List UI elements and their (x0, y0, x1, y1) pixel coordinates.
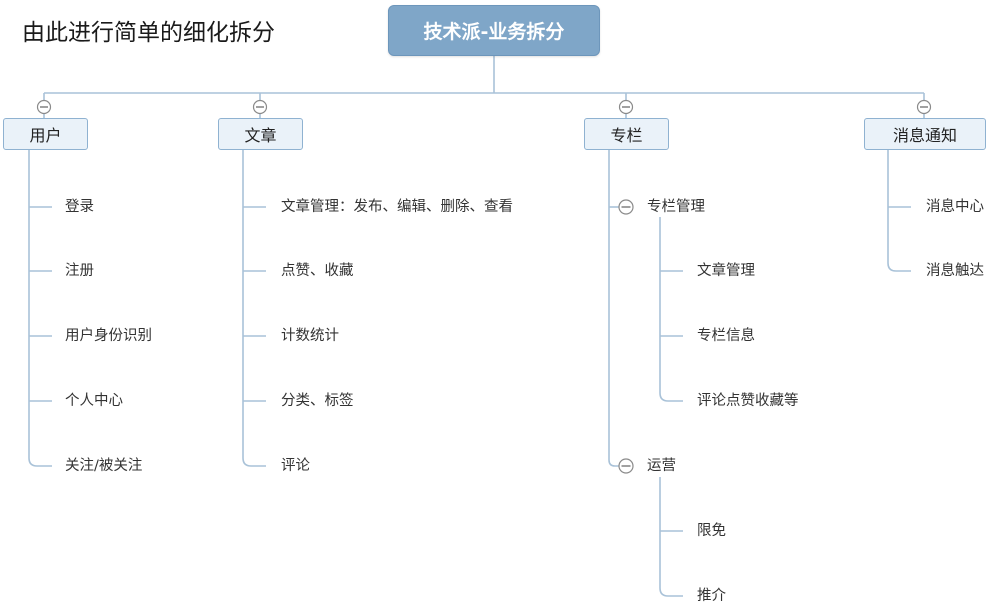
topic-article[interactable]: 文章 (218, 118, 303, 150)
collapse-icon[interactable] (916, 99, 932, 115)
connector-line (608, 150, 619, 467)
column-management-subtopic[interactable]: 评论点赞收藏等 (697, 393, 799, 409)
connector-line (659, 217, 683, 402)
connector-line (659, 477, 683, 597)
collapse-icon[interactable] (618, 199, 634, 215)
column-management-subtopic[interactable]: 专栏信息 (697, 328, 755, 344)
user-subtopic[interactable]: 用户身份识别 (65, 328, 152, 344)
collapse-icon[interactable] (36, 99, 52, 115)
topic-column[interactable]: 专栏 (584, 118, 669, 150)
collapse-icon[interactable] (618, 458, 634, 474)
column-operations-subtopic[interactable]: 限免 (697, 523, 726, 539)
user-subtopic[interactable]: 注册 (65, 263, 94, 279)
column-management-subtopic[interactable]: 文章管理 (697, 263, 755, 279)
topic-notification[interactable]: 消息通知 (864, 118, 986, 150)
article-subtopic[interactable]: 计数统计 (281, 328, 339, 344)
root-topic[interactable]: 技术派-业务拆分 (388, 5, 600, 56)
notification-subtopic[interactable]: 消息中心 (926, 199, 984, 215)
user-subtopic[interactable]: 登录 (65, 199, 94, 215)
root-topic-label: 技术派-业务拆分 (423, 21, 565, 43)
column-group-operations[interactable]: 运营 (647, 458, 676, 474)
notification-subtopic[interactable]: 消息触达 (926, 263, 984, 279)
collapse-icon[interactable] (252, 99, 268, 115)
article-subtopic[interactable]: 点赞、收藏 (281, 263, 354, 279)
article-subtopic[interactable]: 文章管理：发布、编辑、删除、查看 (281, 199, 513, 215)
topic-column-label: 专栏 (610, 126, 643, 145)
user-subtopic[interactable]: 个人中心 (65, 393, 123, 409)
column-group-management[interactable]: 专栏管理 (647, 199, 705, 215)
caption-text: 由此进行简单的细化拆分 (22, 20, 275, 46)
connector-line (887, 150, 911, 272)
article-subtopic[interactable]: 评论 (281, 458, 310, 474)
column-operations-subtopic[interactable]: 推介 (697, 588, 726, 604)
topic-article-label: 文章 (244, 126, 277, 145)
topic-notification-label: 消息通知 (892, 126, 957, 145)
connector-line (28, 150, 52, 467)
article-subtopic[interactable]: 分类、标签 (281, 393, 354, 409)
connector-line (242, 150, 266, 467)
collapse-icon[interactable] (618, 99, 634, 115)
topic-user[interactable]: 用户 (3, 118, 88, 150)
user-subtopic[interactable]: 关注/被关注 (65, 458, 143, 474)
topic-user-label: 用户 (29, 126, 62, 145)
